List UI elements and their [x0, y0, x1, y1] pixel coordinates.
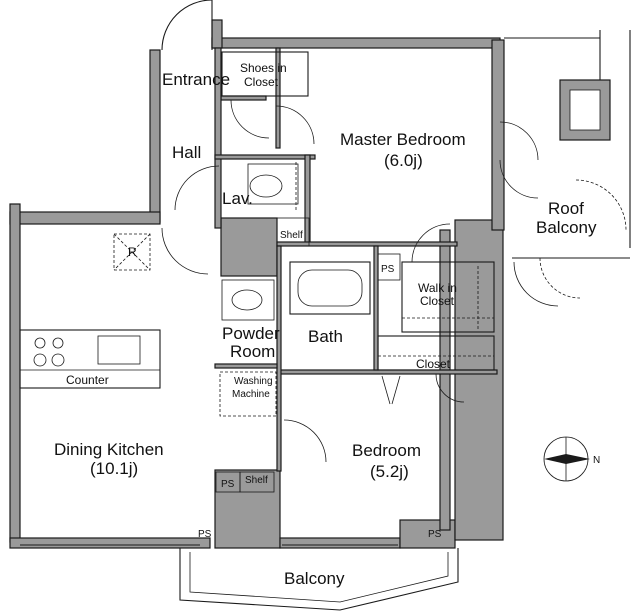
label-shelf-top: Shelf	[280, 230, 303, 241]
label-lav: Lav.	[222, 189, 253, 208]
room-labels: Entrance Shoes in Closet Hall Lav. Shelf…	[54, 61, 600, 588]
label-master-bedroom: Master Bedroom	[340, 130, 466, 149]
label-dining-kitchen-size: (10.1j)	[90, 459, 138, 478]
label-hall: Hall	[172, 143, 201, 162]
label-bedroom: Bedroom	[352, 441, 421, 460]
fixtures	[19, 30, 631, 611]
label-dining-kitchen: Dining Kitchen	[54, 440, 164, 459]
label-washing-machine-1: Washing	[234, 376, 273, 387]
door-swings	[161, 0, 627, 463]
label-closet: Closet	[416, 357, 451, 371]
label-ps-2: PS	[221, 479, 235, 490]
label-entrance: Entrance	[162, 70, 230, 89]
label-walk-in-closet-1: Walk in	[418, 281, 457, 295]
label-ps-1: PS	[381, 264, 395, 275]
label-master-bedroom-size: (6.0j)	[384, 151, 423, 170]
label-roof-balcony-1: Roof	[548, 199, 584, 218]
label-ps-4: PS	[428, 529, 442, 540]
label-walk-in-closet-2: Closet	[420, 294, 455, 308]
label-bedroom-size: (5.2j)	[370, 462, 409, 481]
label-balcony: Balcony	[284, 569, 345, 588]
label-ps-3: PS	[198, 529, 212, 540]
compass-icon	[543, 436, 590, 482]
label-counter: Counter	[66, 373, 109, 387]
label-bath: Bath	[308, 327, 343, 346]
label-powder-room-1: Powder	[222, 324, 280, 343]
label-north: N	[593, 455, 600, 466]
label-shoes-closet-1: Shoes in	[240, 61, 287, 75]
label-shelf-bottom: Shelf	[245, 475, 268, 486]
label-powder-room-2: Room	[230, 342, 275, 361]
label-r-mark: R	[128, 245, 137, 259]
label-washing-machine-2: Machine	[232, 389, 270, 400]
label-roof-balcony-2: Balcony	[536, 218, 597, 237]
exterior-walls	[9, 19, 505, 549]
interior-walls	[214, 47, 498, 472]
label-shoes-closet-2: Closet	[244, 75, 279, 89]
